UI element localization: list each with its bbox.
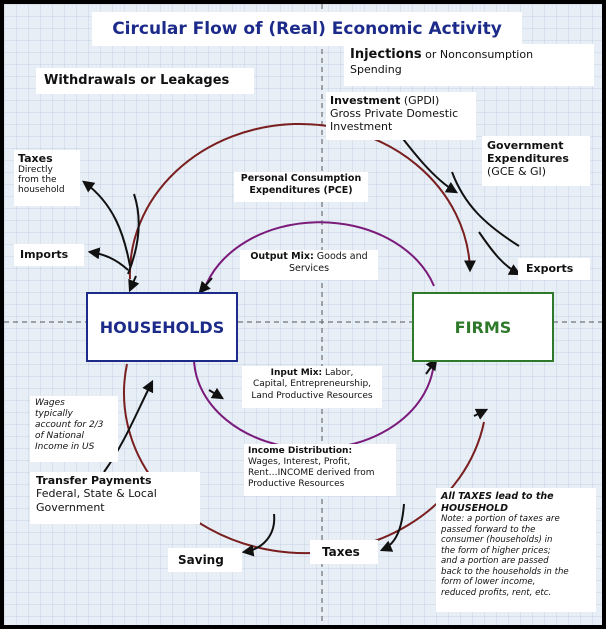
inner-loop-top <box>203 221 435 291</box>
pce-box: Personal Consumption Expenditures (PCE) <box>234 172 368 202</box>
transfer-payments-line-3: Government <box>36 500 105 514</box>
inner-top-arrowhead <box>198 277 213 294</box>
investment-box: Investment (GPDI) Gross Private Domestic… <box>326 92 476 140</box>
taxes-direct-desc-1: Directly <box>18 165 53 175</box>
taxes-direct-desc-3: household <box>18 185 65 195</box>
input-mix-line-3: Land Productive Resources <box>251 390 373 401</box>
all-taxes-note-3: consumer (households) in <box>441 535 553 546</box>
wages-note-line-3: account for 2/3 <box>35 419 104 430</box>
government-injection-arrow <box>451 171 520 247</box>
leak-bundle-stroke <box>127 193 140 275</box>
pce-line-1: Personal Consumption <box>240 173 362 184</box>
investment-label-rest: (GPDI) <box>400 94 440 107</box>
outer-loop-top <box>128 122 471 280</box>
outer-bottom-arrowhead <box>473 408 489 420</box>
all-taxes-note-8: reduced profits, rent, etc. <box>441 587 552 598</box>
all-taxes-note-6: back to the households in the <box>441 566 569 577</box>
taxes-direct-label: Taxes <box>18 152 53 165</box>
government-line-1: Government <box>487 139 564 152</box>
inner-bottom-arrowhead-right <box>425 358 438 375</box>
output-mix-box: Output Mix: Goods and Services <box>240 250 378 280</box>
investment-label: Investment <box>330 94 401 107</box>
all-taxes-note-4: the form of higher prices; <box>441 545 551 556</box>
government-line-3: (GCE & GI) <box>487 165 547 179</box>
taxes-direct-desc-2: from the <box>18 175 57 185</box>
input-mix-line-2: Capital, Entrepreneurship, <box>252 379 372 390</box>
all-taxes-note-box: All TAXES lead to the HOUSEHOLD Note: a … <box>436 488 596 612</box>
all-taxes-note-2: passed forward to the <box>441 524 536 535</box>
output-mix-rest: Goods and <box>313 251 368 262</box>
input-mix-label: Input Mix: <box>270 368 323 378</box>
taxes-direct-box: Taxes Directly from the household <box>14 150 80 206</box>
taxes-bottom-arrow <box>379 503 405 552</box>
transfer-payments-line-2: Federal, State & Local <box>36 487 157 501</box>
exports-label: Exports <box>518 258 590 280</box>
income-distribution-box: Income Distribution: Wages, Interest, Pr… <box>244 444 396 496</box>
all-taxes-line-2: HOUSEHOLD <box>441 502 509 514</box>
output-mix-label: Output Mix: <box>250 251 314 262</box>
income-distribution-line-4: Productive Resources <box>248 478 345 489</box>
income-distribution-line-2: Wages, Interest, Profit, <box>248 456 351 467</box>
input-mix-box: Input Mix: Labor, Capital, Entrepreneurs… <box>242 366 382 408</box>
all-taxes-note-1: Note: a portion of taxes are <box>441 514 560 525</box>
transfer-payments-arrow <box>103 379 154 473</box>
firms-box: FIRMS <box>412 292 554 362</box>
income-distribution-label: Income Distribution: <box>248 446 353 456</box>
government-line-2: Expenditures <box>487 152 569 166</box>
transfer-payments-box: Transfer Payments Federal, State & Local… <box>30 472 200 524</box>
diagram-canvas: Circular Flow of (Real) Economic Activit… <box>4 4 602 625</box>
taxes-leak-arrow <box>82 180 131 267</box>
output-mix-line-2: Services <box>288 262 330 274</box>
injections-heading: Injections <box>350 47 422 62</box>
investment-desc-2: Investment <box>330 120 393 134</box>
outer-top-arrowhead-left <box>128 275 140 293</box>
inner-bottom-arrowhead-left <box>208 387 225 400</box>
imports-leak-arrow <box>87 247 129 271</box>
injections-line2: Spending <box>350 62 402 76</box>
taxes-bottom-label: Taxes <box>310 540 378 564</box>
imports-label: Imports <box>14 244 84 266</box>
wages-note-line-4: of National <box>35 430 85 441</box>
leakages-heading: Withdrawals or Leakages <box>36 68 254 94</box>
saving-label: Saving <box>168 548 242 572</box>
flow-arrows <box>4 4 602 625</box>
wages-note-box: Wages typically account for 2/3 of Natio… <box>30 396 118 462</box>
wages-note-line-5: Income in US <box>35 441 95 452</box>
transfer-payments-label: Transfer Payments <box>36 474 152 487</box>
government-box: Government Expenditures (GCE & GI) <box>482 136 590 186</box>
pce-line-2: Expenditures (PCE) <box>249 184 353 196</box>
all-taxes-line-1: All TAXES lead to the <box>441 491 554 502</box>
all-taxes-note-5: and a portion are passed <box>441 556 549 567</box>
injections-box: Injections or Nonconsumption Spending <box>344 44 594 86</box>
exports-arrow <box>478 231 522 276</box>
saving-arrow <box>241 513 276 557</box>
diagram-title: Circular Flow of (Real) Economic Activit… <box>92 12 522 46</box>
investment-desc-1: Gross Private Domestic <box>330 107 459 121</box>
wages-note-line-2: typically <box>35 408 73 419</box>
wages-note-line-1: Wages <box>35 398 65 408</box>
all-taxes-note-7: form of lower income, <box>441 577 536 588</box>
input-mix-rest: Labor, <box>322 368 354 378</box>
injections-heading-rest: or Nonconsumption <box>421 48 534 61</box>
households-box: HOUSEHOLDS <box>86 292 238 362</box>
income-distribution-line-3: Rent…INCOME derived from <box>248 467 375 478</box>
